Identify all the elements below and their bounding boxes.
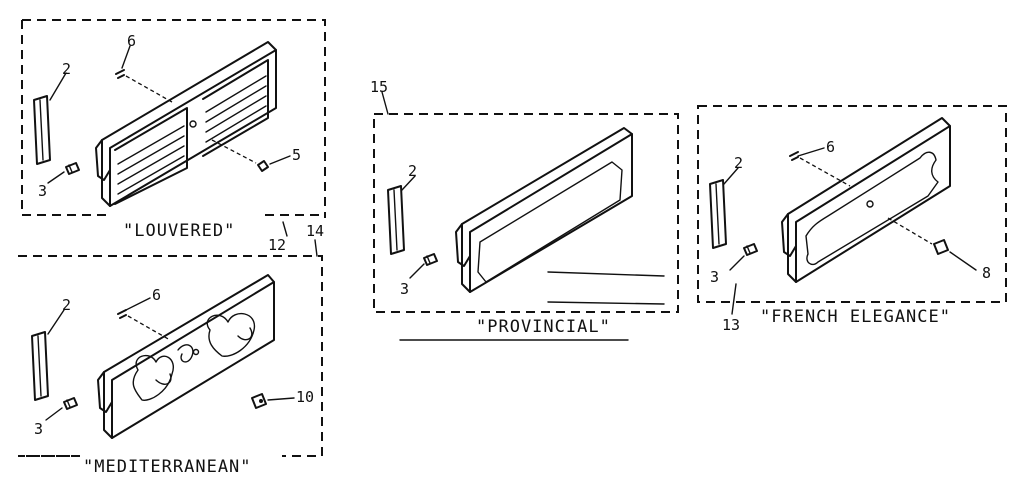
panel-french-elegance: 2 3 6 8 13 "FRENCH ELEGANCE" — [697, 105, 1007, 334]
provincial-border — [373, 113, 679, 313]
callout-knob-8: 8 — [982, 264, 991, 282]
french-elegance-clip — [743, 243, 758, 256]
french-elegance-border — [697, 105, 1007, 303]
panel-mediterranean: 2 3 6 10 "MEDITERRANEAN" — [18, 255, 323, 477]
callout-ref-12: 12 — [268, 236, 286, 254]
french-elegance-knob — [887, 217, 949, 255]
mediterranean-border — [18, 255, 323, 457]
caption-provincial: "PROVINCIAL" — [476, 317, 611, 337]
caption-french-elegance: "FRENCH ELEGANCE" — [760, 307, 951, 327]
caption-louvered: "LOUVERED" — [123, 221, 235, 241]
callout-strip-2: 2 — [62, 60, 71, 78]
mediterranean-screw — [117, 309, 171, 341]
french-elegance-screw — [789, 151, 851, 187]
louvered-border — [21, 19, 326, 218]
louvered-clip — [65, 162, 80, 175]
callout-strip-2: 2 — [734, 154, 743, 172]
louvered-grille — [95, 41, 277, 207]
mediterranean-clip — [63, 397, 78, 410]
callout-clip-3: 3 — [400, 280, 409, 298]
callout-clip-3: 3 — [38, 182, 47, 200]
callout-ref-14: 14 — [306, 222, 324, 240]
callout-clip-3: 3 — [710, 268, 719, 286]
caption-mediterranean: "MEDITERRANEAN" — [83, 457, 252, 477]
mediterranean-side-strip — [31, 331, 49, 401]
mediterranean-decor-panel — [97, 274, 275, 439]
french-elegance-side-strip — [709, 179, 727, 249]
mediterranean-knob — [251, 393, 267, 409]
callout-ref-13: 13 — [722, 316, 740, 334]
callout-screw-6: 6 — [826, 138, 835, 156]
provincial-clip — [423, 253, 438, 266]
panel-louvered: 2 3 6 5 "LOUVERED" 12 14 — [21, 19, 326, 257]
provincial-side-strip — [387, 185, 405, 255]
french-elegance-panel — [781, 117, 951, 283]
panel-provincial: 2 3 15 "PROVINCIAL" — [370, 78, 679, 341]
louvered-knob — [211, 139, 269, 172]
callout-group-15: 15 — [370, 78, 388, 96]
provincial-frame-panel — [455, 127, 633, 293]
louvered-side-strip — [33, 95, 51, 165]
callout-strip-2: 2 — [62, 296, 71, 314]
louvered-screw — [115, 69, 173, 103]
callout-screw-6: 6 — [152, 286, 161, 304]
callout-screw-6: 6 — [127, 32, 136, 50]
callout-knob-5: 5 — [292, 146, 301, 164]
callout-knob-10: 10 — [296, 388, 314, 406]
callout-clip-3: 3 — [34, 420, 43, 438]
callout-strip-2: 2 — [408, 162, 417, 180]
